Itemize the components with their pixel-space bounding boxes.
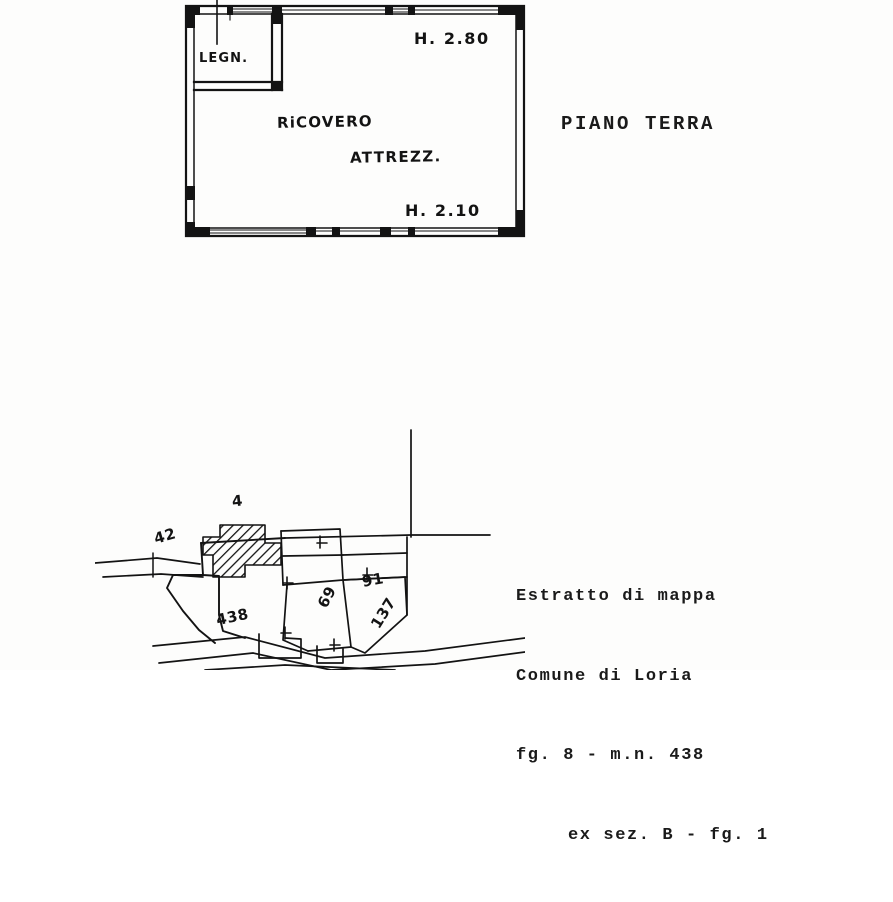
room-label-attrezzi: ATTREZZ. bbox=[349, 147, 442, 167]
cadastral-map-caption: Estratto di mappa Comune di Loria fg. 8 … bbox=[516, 531, 769, 902]
room-label-legna: LEGN. bbox=[199, 51, 249, 66]
parcel-divider-mid bbox=[282, 554, 344, 557]
top-wall-openings bbox=[232, 8, 499, 13]
building-footprint-main bbox=[202, 524, 282, 578]
cadastral-map-svg bbox=[95, 429, 525, 670]
height-annotation-210: H. 2.10 bbox=[405, 201, 481, 220]
caption-line-ex-sezione: ex sez. B - fg. 1 bbox=[568, 825, 769, 845]
parcel-69-outline bbox=[282, 579, 352, 652]
interior-partition-legna bbox=[192, 12, 284, 92]
caption-line-comune: Comune di Loria bbox=[516, 666, 694, 686]
road-left bbox=[95, 557, 204, 578]
height-annotation-280: H. 2.80 bbox=[414, 29, 490, 48]
parcel-upper-block bbox=[280, 528, 344, 586]
bottom-wall-openings bbox=[209, 229, 499, 234]
caption-line-estratto: Estratto di mappa bbox=[516, 587, 717, 606]
floor-plan-drawing bbox=[180, 0, 530, 245]
road-lower bbox=[152, 636, 525, 670]
floor-plan-svg bbox=[184, 0, 526, 238]
wall-piers bbox=[186, 6, 524, 236]
room-label-ricovero: RiCOVERO bbox=[276, 112, 373, 132]
parcel-91-outline bbox=[342, 536, 408, 616]
parcel-number-4: 4 bbox=[231, 491, 244, 511]
caption-line-foglio: fg. 8 - m.n. 438 bbox=[516, 746, 705, 765]
outbuilding-left bbox=[258, 633, 302, 659]
parcel-number-91: 91 bbox=[360, 569, 386, 591]
cadastral-map-drawing bbox=[95, 425, 525, 670]
partition-pier bbox=[272, 14, 282, 90]
piano-terra-caption: PIANO TERRA bbox=[561, 113, 716, 135]
road-lower-edge bbox=[204, 664, 396, 670]
boundary-upper-horizontal bbox=[284, 534, 491, 539]
access-ticks bbox=[280, 535, 374, 652]
document-sheet: LEGN. RiCOVERO ATTREZZ. H. 2.80 H. 2.10 … bbox=[95, 0, 767, 845]
